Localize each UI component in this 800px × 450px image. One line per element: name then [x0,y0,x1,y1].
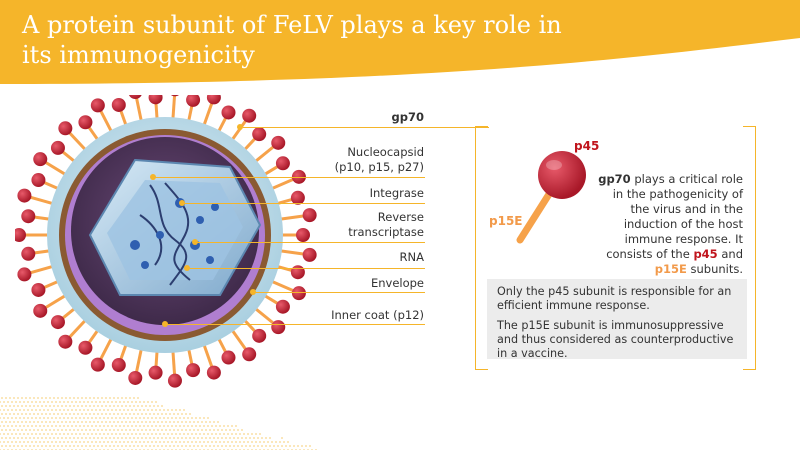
banner-shape [0,0,800,84]
title-banner: A protein subunit of FeLV plays a key ro… [0,0,800,84]
label-integrase: Integrase [369,186,424,200]
gp70-protein-illustration [516,151,586,244]
label-envelope: Envelope [370,276,424,290]
decorative-dot-pattern [0,397,317,450]
label-nucleocapsid: Nucleocapsid (p10, p15, p27) [300,145,424,175]
label-inner-coat: Inner coat (p12) [331,308,424,322]
spike-head [242,108,257,123]
spike-head [148,365,163,380]
spike-head [58,334,73,349]
spike-head [17,267,32,282]
spike-head [290,190,305,205]
spike-head [33,152,48,167]
label-p15e: p15E [489,214,523,228]
page-title: A protein subunit of FeLV plays a key ro… [22,11,562,69]
spike-head [90,357,105,372]
leader-integrase [183,203,425,204]
spike-head [31,173,46,188]
desc-text3: subunits. [686,262,743,276]
spike-head [206,95,221,105]
spike-head [275,299,290,314]
spike-head [291,169,306,184]
leader-envelope [253,292,425,293]
spike-head [186,95,201,107]
label-reverse-line1: Reverse [377,210,424,224]
spike-head [296,228,310,242]
spike-head [58,121,73,136]
spike-head [17,188,32,203]
bracket-right [743,126,756,370]
spike-head [242,347,257,362]
spike-head [291,286,306,301]
gp70-description: gp70 plays a critical role in the pathog… [598,172,743,277]
spike-head [302,247,317,262]
spike-head [111,97,126,112]
spike-head [206,365,221,380]
leader-nucleocapsid [155,177,425,178]
spike-head [111,358,126,373]
label-gp70: gp70 [391,110,424,124]
spike-head [186,363,201,378]
spike-head [170,95,180,97]
bracket-left [475,126,488,370]
spike-head [128,370,143,385]
spike-head [33,303,48,318]
spike-head [90,98,105,113]
spike-head [31,282,46,297]
spike-head [148,95,163,105]
spike-head [221,105,236,120]
label-reverse-line2: transcriptase [348,225,424,239]
spike-head [78,115,93,130]
label-rna: RNA [399,250,424,264]
spike-head [252,328,267,343]
spike-head [271,320,286,335]
note-box: Only the p45 subunit is responsible for … [487,279,747,360]
desc-text2: and [717,247,743,261]
spike-head [50,140,65,155]
leader-gp70 [243,127,489,128]
label-nucleocapsid-line2: (p10, p15, p27) [334,160,424,174]
spike-head [252,127,267,142]
label-reverse-transcriptase: Reverse transcriptase [300,210,424,240]
spike-head [302,208,317,223]
p45-head [538,151,586,199]
label-p45: p45 [574,139,600,153]
note-line1: Only the p45 subunit is responsible for … [497,285,732,312]
spike-head [50,315,65,330]
leader-reverse-transcriptase [196,242,425,243]
leader-rna [188,268,425,269]
spike-head [21,209,36,224]
label-nucleocapsid-line1: Nucleocapsid [347,145,424,159]
spike-head [271,135,286,150]
leader-inner-coat [165,324,425,325]
spike-head [78,340,93,355]
spike-head [15,228,26,242]
spike-head [221,350,236,365]
spike-head [128,95,142,100]
desc-gp70: gp70 [598,172,631,186]
desc-text1: plays a critical role in the pathogenici… [606,172,743,261]
desc-p45: p45 [693,247,718,261]
label-pointers [150,124,256,327]
spike-head [167,373,182,388]
spike-head [21,246,36,261]
virus-illustration [15,95,317,388]
desc-p15e: p15E [654,262,687,276]
note-line2: The p15E subunit is immunosuppressive an… [497,319,734,360]
spike-head [275,156,290,171]
